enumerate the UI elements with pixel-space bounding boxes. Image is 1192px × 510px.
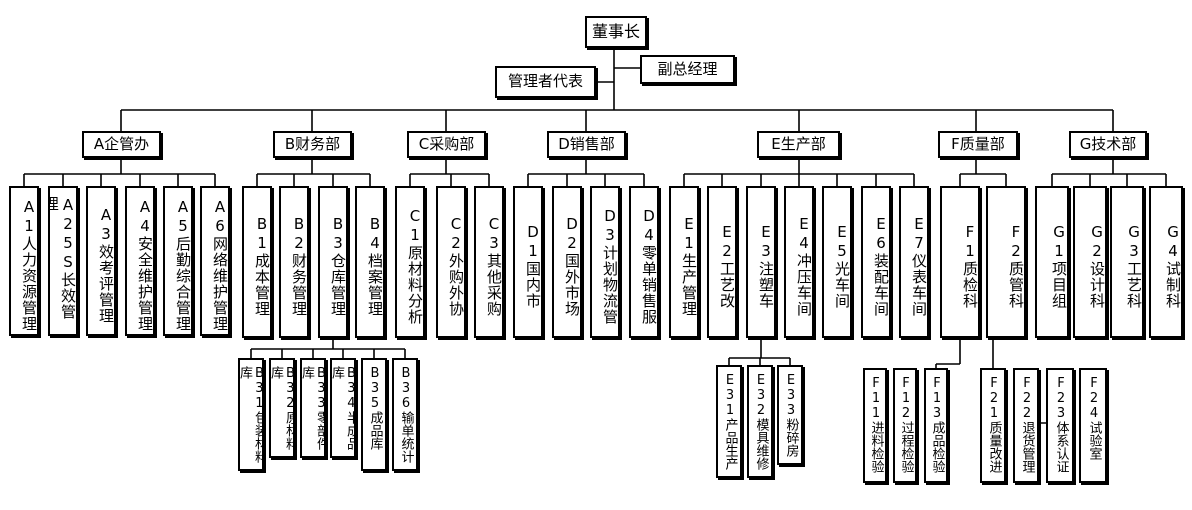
sub-b34: B34半成品库 <box>330 358 356 458</box>
dept-a-box: A企管办 <box>82 131 161 158</box>
unit-b4: B4档案管理 <box>355 186 385 338</box>
unit-e1: E1生产管理 <box>669 186 699 338</box>
unit-a3: A3效考评管理 <box>86 186 116 336</box>
dept-f-box: F质量部 <box>938 131 1018 158</box>
unit-a5: A5后勤综合管理 <box>163 186 193 336</box>
sub-e31: E31产品生产 <box>716 365 742 478</box>
sub-b32: B32原材料库 <box>269 358 295 458</box>
dept-b-box: B财务部 <box>273 131 352 158</box>
unit-b2: B2财务管理 <box>279 186 309 338</box>
dept-c-box: C采购部 <box>407 131 486 158</box>
unit-e3: E3注塑车 <box>746 186 776 338</box>
dept-g-box: G技术部 <box>1069 131 1147 158</box>
sub-e33: E33粉碎房 <box>777 365 803 465</box>
unit-e7: E7仪表车间 <box>899 186 929 338</box>
sub-f24: F24试验室 <box>1079 368 1107 483</box>
sub-b31: B31包装材料库 <box>238 358 264 471</box>
unit-e5: E5光车间 <box>822 186 852 338</box>
dept-e-box: E生产部 <box>757 131 840 158</box>
unit-b3: B3仓库管理 <box>318 186 348 338</box>
chairman-box: 董事长 <box>585 16 647 48</box>
sub-f22: F22退货管理 <box>1013 368 1039 483</box>
sub-e32: E32模具维修 <box>747 365 773 478</box>
sub-f23: F23体系认证 <box>1046 368 1074 483</box>
unit-a2: A25S长效管理 <box>48 186 78 336</box>
unit-e4: E4冲压车间 <box>784 186 814 338</box>
unit-g3: G3工艺科 <box>1110 186 1144 338</box>
unit-d4: D4零单销售服 <box>629 186 659 338</box>
sub-b36: B36输单统计 <box>392 358 418 471</box>
unit-d1: D1国内市 <box>513 186 543 338</box>
dept-d-box: D销售部 <box>547 131 626 158</box>
unit-a6: A6网络维护管理 <box>200 186 230 336</box>
sub-b35: B35成品库 <box>361 358 387 471</box>
unit-f1: F1质检科 <box>940 186 980 338</box>
unit-g1: G1项目组 <box>1035 186 1069 338</box>
sub-f13: F13成品检验 <box>924 368 948 483</box>
sub-b33: B33零部件库 <box>300 358 326 458</box>
sub-f12: F12过程检验 <box>893 368 917 483</box>
unit-g4: G4试制科 <box>1149 186 1183 338</box>
unit-c1: C1原材料分析 <box>395 186 425 338</box>
unit-d2: D2国外市场 <box>552 186 582 338</box>
unit-e6: E6装配车间 <box>861 186 891 338</box>
unit-g2: G2设计科 <box>1073 186 1107 338</box>
vice-general-manager-box: 副总经理 <box>640 55 735 84</box>
unit-f2: F2质管科 <box>986 186 1026 338</box>
unit-b1: B1成本管理 <box>242 186 272 338</box>
management-representative-box: 管理者代表 <box>495 66 596 98</box>
unit-a4: A4安全维护管理 <box>125 186 155 336</box>
unit-e2: E2工艺改 <box>707 186 737 338</box>
unit-a1: A1人力资源管理 <box>9 186 39 336</box>
unit-c2: C2外购外协 <box>436 186 466 338</box>
unit-d3: D3计划物流管 <box>590 186 620 338</box>
sub-f21: F21质量改进 <box>980 368 1006 483</box>
unit-c3: C3其他采购 <box>474 186 504 338</box>
sub-f11: F11进料检验 <box>863 368 887 483</box>
